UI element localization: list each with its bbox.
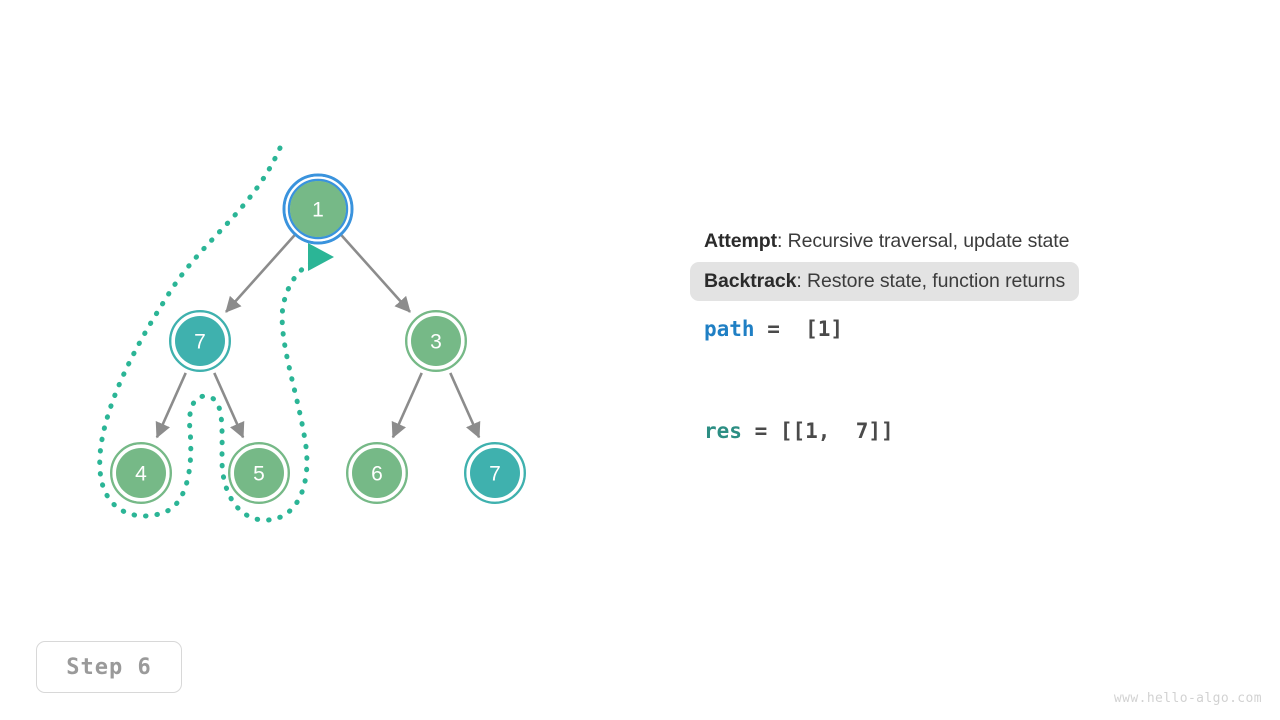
- node-ring-gap: [407, 312, 465, 370]
- tree-node-6[interactable]: 6: [346, 442, 409, 505]
- tree-edge: [391, 372, 423, 439]
- node-outer-ring: [227, 442, 290, 505]
- node-ring-gap: [348, 444, 406, 502]
- tree-edge: [338, 231, 411, 313]
- attempt-description: Attempt: Recursive traversal, update sta…: [690, 222, 1083, 260]
- node-body: [411, 316, 461, 366]
- res-variable-name: res: [704, 418, 742, 443]
- node-body: [234, 448, 284, 498]
- node-value-label: 4: [135, 463, 147, 486]
- node-ring-gap: [230, 444, 288, 502]
- backtrack-label: Backtrack: [704, 270, 797, 293]
- res-variable-value: = [[1, 7]]: [741, 418, 894, 443]
- node-outer-ring: [346, 442, 409, 505]
- node-outer-ring: [405, 310, 468, 373]
- node-ring-gap: [112, 444, 170, 502]
- node-body: [116, 448, 166, 498]
- node-value-label: 5: [253, 463, 265, 486]
- node-value-label: 6: [371, 463, 383, 486]
- tree-node-7[interactable]: 7: [464, 442, 527, 505]
- watermark: www.hello-algo.com: [1113, 691, 1262, 706]
- node-value-label: 1: [312, 199, 324, 222]
- node-ring-gap: [171, 312, 229, 370]
- backtrack-text: : Restore state, function returns: [796, 270, 1066, 293]
- node-value-label: 3: [430, 331, 442, 354]
- node-ring-gap: [466, 444, 524, 502]
- tree-node-5[interactable]: 5: [227, 442, 290, 505]
- path-variable-line: path = [1]: [690, 317, 1210, 341]
- tree-edge: [155, 372, 187, 439]
- tree-node-7[interactable]: 7: [168, 310, 231, 373]
- backtrack-dotted-path: [97, 145, 325, 523]
- binary-tree-diagram: 1 7 3 4 5 6 7: [97, 145, 527, 523]
- node-body: [290, 181, 346, 237]
- node-inner-ring: [287, 178, 349, 240]
- node-outer-ring: [464, 442, 527, 505]
- tree-edge: [225, 231, 298, 313]
- node-value-label: 7: [194, 331, 206, 354]
- backtrack-arrow-icon: [308, 243, 334, 271]
- node-body: [470, 448, 520, 498]
- info-panel: Attempt: Recursive traversal, update sta…: [690, 222, 1210, 443]
- tree-node-4[interactable]: 4: [109, 442, 172, 505]
- path-variable-name: path: [704, 316, 755, 341]
- tree-edge: [449, 372, 481, 439]
- tree-edge: [213, 372, 245, 439]
- tree-node-3[interactable]: 3: [405, 310, 468, 373]
- node-outer-ring: [168, 310, 231, 373]
- tree-nodes: 1 7 3 4 5 6 7: [109, 173, 527, 505]
- node-body: [175, 316, 225, 366]
- path-variable-value: = [1]: [754, 316, 844, 341]
- res-variable-line: res = [[1, 7]]: [690, 419, 1210, 443]
- tree-edges: [155, 231, 481, 439]
- backtrack-description: Backtrack: Restore state, function retur…: [690, 262, 1080, 301]
- tree-node-1[interactable]: 1: [282, 173, 354, 245]
- node-outer-ring: [109, 442, 172, 505]
- attempt-label: Attempt: [704, 230, 777, 252]
- node-ring-gap: [285, 176, 351, 242]
- node-outer-ring: [282, 173, 354, 245]
- node-value-label: 7: [489, 463, 501, 486]
- step-badge: Step 6: [36, 641, 182, 693]
- attempt-text: : Recursive traversal, update state: [776, 230, 1070, 252]
- node-body: [352, 448, 402, 498]
